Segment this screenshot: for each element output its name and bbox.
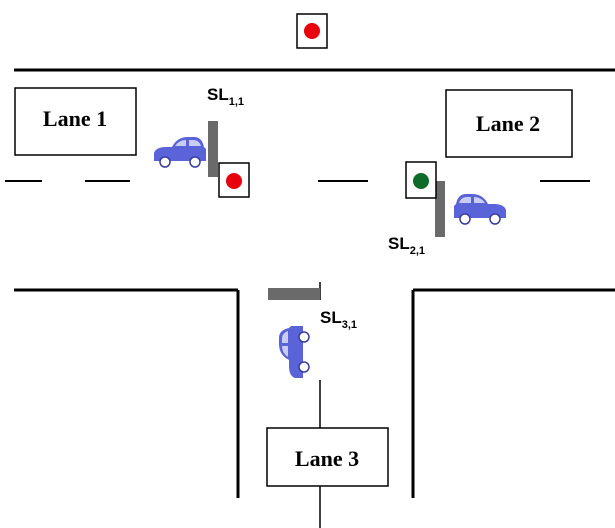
car-lane-3-icon <box>278 325 310 379</box>
lane-2-box: Lane 2 <box>445 89 573 158</box>
sl-1-1-label: SL1,1 <box>207 85 244 108</box>
lane-2-label: Lane 2 <box>476 111 540 136</box>
signal-light-lane-1 <box>226 173 242 189</box>
lane-1-box: Lane 1 <box>14 87 137 156</box>
sl-3-1-label: SL3,1 <box>320 308 357 331</box>
car-lane-2-icon <box>453 193 507 225</box>
traffic-signal-top <box>296 13 328 49</box>
car-lane-1-icon <box>153 136 207 168</box>
stop-line-sl-3-1 <box>268 288 320 300</box>
lane-3-box: Lane 3 <box>266 427 389 487</box>
traffic-signal-lane-2 <box>405 161 437 199</box>
stop-line-sl-1-1 <box>208 121 218 177</box>
traffic-signal-lane-1 <box>218 162 250 198</box>
signal-light-lane-2 <box>413 173 429 189</box>
stop-line-sl-2-1 <box>435 181 445 237</box>
lane-1-label: Lane 1 <box>43 106 107 131</box>
sl-2-1-label: SL2,1 <box>388 234 425 257</box>
signal-light-top <box>304 23 320 39</box>
lane-3-label: Lane 3 <box>295 446 359 471</box>
